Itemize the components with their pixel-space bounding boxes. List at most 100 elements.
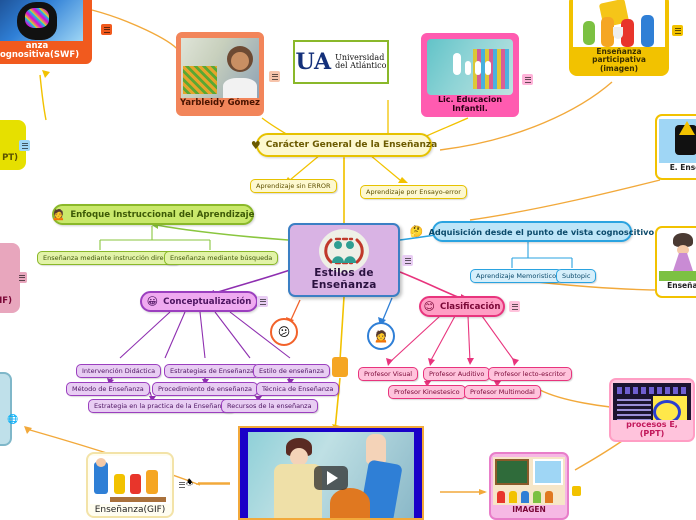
subtopic-estrategia-practica[interactable]: Estrategia en la practica de la Enseñanz… [88, 399, 235, 413]
subtopic-estilo-ensenanza[interactable]: Estilo de enseñanza [253, 364, 331, 378]
subtopic-aprendizaje-ensayo-error[interactable]: Aprendizaje por Ensayo-error [360, 185, 467, 199]
person-icon: 🙍 [51, 208, 66, 221]
attachment-caption: Lic. Educacion Infantil. [437, 95, 503, 114]
attachment-caption: Enseñanza participativa (imagen) [592, 46, 646, 73]
attachment-procesos-ppt[interactable]: procesos E, (PPT) [609, 378, 695, 442]
attachment-e-ensenanza[interactable]: E. Ense [655, 114, 696, 180]
note-icon-participativa[interactable] [672, 25, 683, 36]
subtopic-label: Enseñanza mediante instrucción directa [43, 254, 174, 262]
subtopic-label: Técnica de Enseñanza [262, 385, 334, 393]
logo-mark: UA [295, 49, 332, 75]
note-icon-lic[interactable] [522, 74, 533, 85]
subtopic-label: Profesor Visual [364, 370, 413, 378]
note-icon-conceptualizacion[interactable] [257, 296, 268, 307]
attachment-lic-educacion[interactable]: Lic. Educacion Infantil. [421, 33, 519, 117]
attachment-ensenanza-participativa[interactable]: Enseñanza participativa (imagen) [569, 0, 669, 76]
person-icon: 🙍 [373, 329, 389, 343]
attachment-ensenanza-gif[interactable]: Enseñanza(GIF) [86, 452, 174, 518]
subtopic-profesor-auditivo[interactable]: Profesor Auditivo [423, 367, 491, 381]
subtopic-label: Enseñanza mediante búsqueda [170, 254, 273, 262]
attachment-caption: IMAGEN [512, 505, 546, 514]
subtopic-label: Estrategias de Enseñanza [170, 367, 255, 375]
subtopic-label: Profesor lecto-escritor [494, 370, 566, 378]
subtopic-profesor-visual[interactable]: Profesor Visual [358, 367, 419, 381]
subtopic-profesor-multimodal[interactable]: Profesor Multimodal [464, 385, 541, 399]
note-icon-yarbleidy[interactable] [269, 71, 280, 82]
smiley-icon: 😊 [423, 300, 436, 313]
smiley-icon: 😕 [277, 325, 291, 339]
attachment-video-clase[interactable] [238, 426, 424, 520]
note-icon-ppt-left[interactable] [19, 140, 30, 151]
smiley-icon: 😀 [146, 295, 159, 308]
subtopic-label: Aprendizaje por Ensayo-error [366, 188, 461, 196]
topic-label: Enfoque Instruccional del Aprendizaje [70, 209, 255, 220]
attachment-imagen-aula[interactable]: IMAGEN [489, 452, 569, 520]
topic-label: Clasificación [440, 301, 501, 312]
note-icon-clasificacion[interactable] [509, 301, 520, 312]
note-icon-swf[interactable] [101, 24, 112, 35]
subtopic-subtopic[interactable]: Subtopic [556, 269, 597, 283]
subtopic-recursos-ensenanza[interactable]: Recursos de la enseñanza [221, 399, 318, 413]
topic-clasificacion[interactable]: 😊 Clasificación [419, 296, 505, 317]
attachment-caption: procesos E, (PPT) [626, 420, 678, 439]
thinking-icon: 🤔 [409, 225, 424, 238]
subtopic-label: Método de Enseñanza [72, 385, 144, 393]
logo-line-2: del Atlántico [335, 61, 387, 70]
floating-emoji-node-blue[interactable]: 🙍 [367, 322, 395, 350]
attachment-left-blue-strip[interactable] [0, 372, 12, 446]
subtopic-label: Subtopic [562, 272, 591, 280]
note-icon-gif[interactable] [176, 479, 187, 490]
globe-icon: 🌐 [7, 415, 19, 425]
topic-adquisicion-cognoscitivo[interactable]: 🤔 Adquisición desde el punto de vista co… [410, 221, 654, 242]
subtopic-metodo-ensenanza[interactable]: Método de Enseñanza [66, 382, 150, 396]
attachment-caption: E. Ense [669, 163, 696, 172]
floating-emoji-node-orange[interactable]: 😕 [270, 318, 298, 346]
attachment-yarbleidy[interactable]: Yarbleidy Gómez [176, 32, 264, 116]
subtopic-procedimiento-ensenanza[interactable]: Procedimiento de enseñanza [152, 382, 258, 396]
root-label: Estilos de Enseñanza [311, 267, 377, 291]
root-node[interactable]: Estilos de Enseñanza [288, 223, 400, 297]
subtopic-instruccion-directa[interactable]: Enseñanza mediante instrucción directa [37, 251, 180, 265]
attachment-caption: anza cognositiva(SWF) [0, 40, 80, 61]
subtopic-label: Aprendizaje sin ERROR [256, 182, 331, 190]
note-icon-gif-left[interactable] [16, 272, 27, 283]
branch-marker-yellow[interactable] [332, 357, 348, 377]
topic-caracter-general[interactable]: ♥ Carácter General de la Enseñanza [251, 133, 437, 157]
attachment-caption: Enseñan [667, 281, 696, 290]
attachment-universidad-logo[interactable]: UA Universidad del Atlántico [293, 40, 389, 84]
topic-label: Conceptualización [163, 296, 252, 307]
topic-conceptualizacion[interactable]: 😀 Conceptualización [140, 291, 258, 312]
topic-label: Carácter General de la Enseñanza [265, 140, 438, 150]
subtopic-profesor-lecto-escritor[interactable]: Profesor lecto-escritor [488, 367, 572, 381]
play-icon[interactable] [314, 466, 348, 490]
attachment-caption: PT) [2, 153, 18, 164]
flash-icon: 🕭 [186, 478, 194, 487]
topic-label: Adquisición desde el punto de vista cogn… [428, 226, 655, 237]
subtopic-label: Profesor Multimodal [470, 388, 535, 396]
subtopic-label: Profesor Kinestesico [394, 388, 460, 396]
attachment-caption: Yarbleidy Gómez [180, 98, 260, 108]
topic-enfoque-instruccional[interactable]: 🙍 Enfoque Instruccional del Aprendizaje [52, 204, 254, 225]
subtopic-mediante-busqueda[interactable]: Enseñanza mediante búsqueda [164, 251, 279, 265]
subtopic-tecnica-ensenanza[interactable]: Técnica de Enseñanza [256, 382, 340, 396]
subtopic-label: Profesor Auditivo [429, 370, 485, 378]
subtopic-label: Estilo de enseñanza [259, 367, 325, 375]
subtopic-aprendizaje-sin-error[interactable]: Aprendizaje sin ERROR [250, 179, 337, 193]
heart-icon: ♥ [250, 138, 261, 152]
two-people-icon [319, 229, 369, 273]
subtopic-intervencion-didactica[interactable]: Intervención Didáctica [76, 364, 162, 378]
attachment-nina-ensenanza[interactable]: Enseñan [655, 226, 696, 298]
attachment-caption: Enseñanza(GIF) [94, 504, 166, 515]
note-icon-root[interactable] [402, 255, 413, 266]
subtopic-estrategias-ensenanza[interactable]: Estrategias de Enseñanza [164, 364, 261, 378]
attachment-caption: IF) [0, 296, 12, 307]
subtopic-aprendizaje-memoristico[interactable]: Aprendizaje Memoristico [470, 269, 563, 283]
subtopic-label: Estrategia en la practica de la Enseñanz… [94, 402, 229, 410]
note-icon-imagen[interactable] [572, 486, 581, 496]
subtopic-profesor-kinestesico[interactable]: Profesor Kinestesico [388, 385, 466, 399]
subtopic-label: Recursos de la enseñanza [227, 402, 312, 410]
attachment-swf-brain[interactable]: anza cognositiva(SWF) [0, 0, 92, 64]
subtopic-label: Intervención Didáctica [82, 367, 156, 375]
subtopic-label: Aprendizaje Memoristico [476, 272, 557, 280]
